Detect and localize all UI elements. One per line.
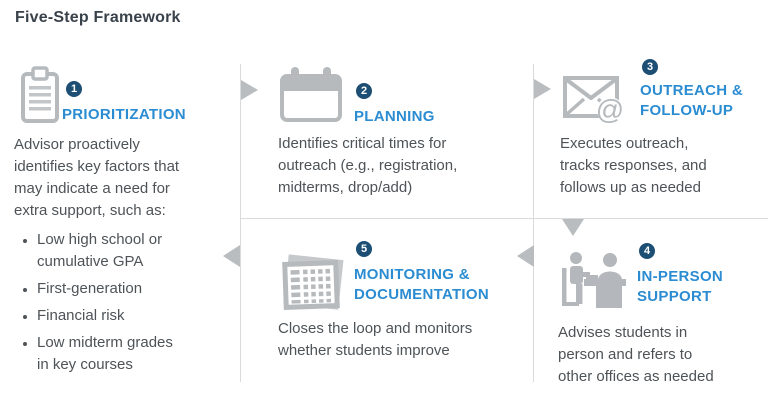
step-title: PLANNING (354, 108, 435, 125)
risk-factor-list: Low high school or cumulative GPA First-… (20, 229, 173, 381)
step-number-badge: 5 (356, 241, 372, 257)
step-number-badge: 4 (639, 243, 655, 259)
step-description: Closes the loop and monitors whether stu… (278, 320, 473, 359)
step-number-badge: 2 (356, 83, 372, 99)
advisor-student-desk-icon (560, 248, 628, 315)
envelope-at-icon: @ (563, 70, 627, 129)
step-description: Advises students in person and refers to… (558, 324, 714, 385)
calendar-icon (280, 66, 342, 127)
arrow-step4-to-step5-icon (517, 245, 534, 267)
arrow-step1-to-step2-icon (241, 80, 258, 100)
arrow-step3-to-step4-icon (562, 219, 584, 236)
step-description: Identifies critical times for outreach (… (278, 135, 458, 196)
step-number-badge: 3 (642, 59, 658, 75)
list-item: First-generation (37, 278, 173, 300)
step-description: Advisor proactively identifies key facto… (14, 136, 180, 219)
step-title: IN-PERSON SUPPORT (637, 268, 724, 305)
column-divider-right (533, 64, 534, 382)
step-5-monitoring-documentation: 5 MONITORING & DOCUMENTATION Closes the … (278, 238, 540, 388)
step-3-outreach-follow-up: @ 3 OUTREACH & FOLLOW-UP Executes outrea… (558, 55, 768, 205)
step-1-prioritization: 1 PRIORITIZATION Advisor proactively ide… (14, 62, 236, 392)
step-title: PRIORITIZATION (62, 106, 186, 123)
svg-text:@: @ (596, 94, 624, 124)
page-title: Five-Step Framework (15, 9, 181, 26)
step-4-in-person-support: 4 IN-PERSON SUPPORT Advises students in … (556, 238, 768, 398)
column-divider-left (240, 64, 241, 382)
list-item: Low midterm grades in key courses (37, 332, 173, 376)
step-number-badge: 1 (66, 81, 82, 97)
clipboard-icon (20, 66, 60, 129)
spreadsheet-grid-icon (279, 253, 347, 320)
step-title: OUTREACH & FOLLOW-UP (640, 82, 743, 119)
row-divider (240, 218, 768, 219)
list-item: Low high school or cumulative GPA (37, 229, 173, 273)
arrow-step5-loop-back-icon (223, 245, 240, 267)
arrow-step2-to-step3-icon (534, 79, 551, 99)
step-title: MONITORING & DOCUMENTATION (354, 266, 489, 303)
step-2-planning: 2 PLANNING Identifies critical times for… (278, 62, 530, 212)
step-description: Executes outreach, tracks responses, and… (560, 135, 707, 196)
list-item: Financial risk (37, 305, 173, 327)
